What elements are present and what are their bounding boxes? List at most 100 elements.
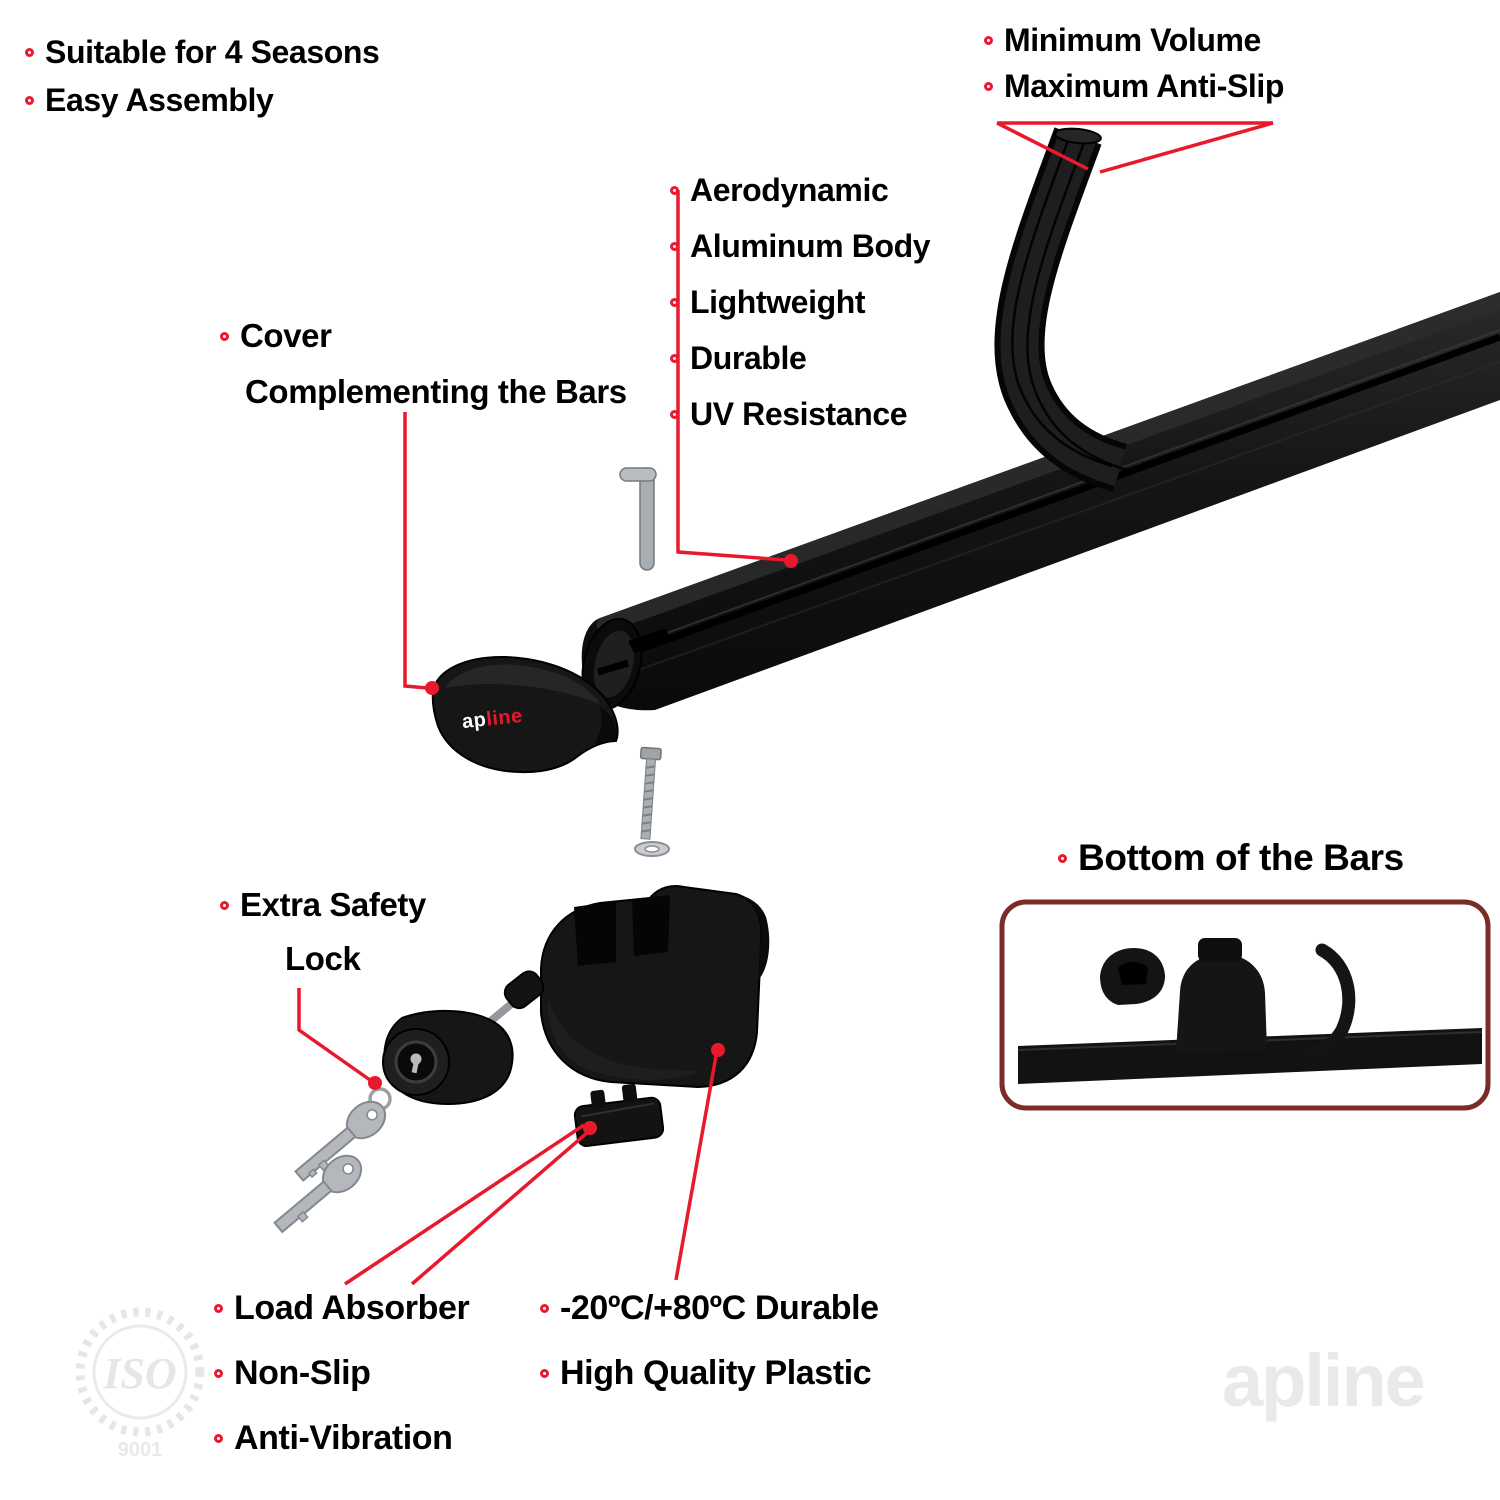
bullet-ring-icon [670,241,679,251]
bracket-body [573,1096,665,1147]
cover-tail [594,707,617,744]
iso-label: ISO [102,1349,176,1398]
bullet-ring-icon [670,297,679,307]
inset-strap [1303,943,1356,1059]
safety-lock [382,970,545,1106]
load-absorber-bracket [573,1083,665,1147]
strip-feature-label: Maximum Anti-Slip [1004,67,1285,104]
bullet-ring-icon [670,409,679,419]
bullet-ring-icon [214,1369,223,1378]
keyhole-slot [411,1059,420,1074]
pointer-absorber-left [344,1123,585,1286]
list-item: Non-Slip [214,1341,469,1406]
bracket-stud-left [590,1089,606,1109]
bar-feature-label: UV Resistance [690,395,908,432]
bullet-ring-icon [540,1304,549,1313]
crossbar-end-slot [596,659,630,676]
strip-groove-right [1026,136,1128,472]
allen-key-shaft [639,467,655,571]
bullet-ring-icon [984,81,993,91]
annotation-lines [297,121,1274,1286]
inset-bar [1018,1028,1482,1084]
pointer-dot-absorber [583,1121,597,1135]
brand-logo-suffix: line [485,704,524,731]
bar-feature-label: Aluminum Body [690,227,931,264]
lock-knob [503,970,545,1010]
list-item: Load Absorber [214,1276,470,1341]
bolt [639,746,662,840]
rubber-strip [994,127,1128,493]
bar-cover [431,655,619,774]
pointer-strip-right [1099,121,1274,174]
inset-clamp-top [1198,938,1242,962]
bullet-ring-icon [25,95,34,105]
bracket-stud-right [621,1083,638,1103]
list-item: Maximum Anti-Slip [984,63,1284,109]
clamp-slot-left [574,901,616,966]
washer-hole [644,845,660,853]
list-item: Durable [670,330,930,386]
bar-feature-label: Aerodynamic [690,171,889,208]
bar-feature-list: Aerodynamic Aluminum Body Lightweight Du… [670,162,931,442]
top-left-benefit-list: Suitable for 4 Seasons Easy Assembly [25,28,380,124]
list-item: Anti-Vibration [214,1406,469,1471]
key-2 [273,1154,363,1234]
pointer-strip-left [996,121,1089,171]
safety-lock-text: Lock [285,940,361,977]
cover-label: Cover Complementing the Bars [220,308,627,420]
bolt-head [639,746,662,761]
bolt-threads [641,765,656,833]
bullet-ring-icon [214,1434,223,1443]
crossbar-channel-notch [628,628,670,653]
bar-feature-label: Lightweight [690,283,866,320]
bullet-ring-icon [540,1369,549,1378]
cover-label-line2: Complementing the Bars [220,364,627,420]
bullet-ring-icon [214,1304,223,1313]
bracket-edge-highlight [580,1102,655,1118]
bullet-ring-icon [220,900,229,910]
iso-badge-gear-ring [75,1307,205,1437]
list-item: Lightweight [670,274,930,330]
crossbar-channel-groove [634,333,1500,655]
benefit-label: Easy Assembly [45,81,274,118]
allen-key-arm [619,467,657,482]
crossbar-groove-highlight [633,329,1500,646]
cover-label-text: Cover [240,317,332,354]
bottom-view-text: Bottom of the Bars [1078,837,1404,878]
strip-body [1000,129,1126,487]
bar-feature-label: Durable [690,339,807,376]
list-item: -20ºC/+80ºC Durable [540,1276,879,1341]
cover-label-text: Complementing the Bars [245,373,627,410]
bottom-view-label: Bottom of the Bars [1058,830,1404,886]
list-item: UV Resistance [670,386,930,442]
strip-cut-end [1054,127,1102,145]
pointer-dot-durability [711,1043,725,1057]
cushion-feature-list: Load Absorber Non-Slip Anti-Vibration [214,1276,470,1471]
safety-lock-line1: Extra Safety [220,878,426,932]
benefit-label: Suitable for 4 Seasons [45,33,380,70]
pointer-durability [674,1055,718,1281]
cushion-feature-label: Anti-Vibration [234,1419,453,1457]
iso-number: 9001 [118,1439,163,1461]
brand-logo-prefix: ap [460,708,488,734]
keys [273,1087,392,1234]
inset-clamp-block [1176,954,1267,1052]
safety-lock-line2: Lock [220,932,426,986]
washer [634,841,670,857]
cover-label-line1: Cover [220,308,627,364]
bullet-ring-icon [670,185,679,195]
allen-key [619,467,657,571]
inset-jaw-notch [1118,962,1148,985]
bottom-view-inset [999,899,1491,1111]
clamp-right-flange [736,894,770,980]
pointer-dot-lock [368,1076,382,1090]
list-item: Aerodynamic [670,162,930,218]
list-item: High Quality Plastic [540,1341,879,1406]
pointer-lock [297,988,372,1082]
iso-badge: ISO 9001 [75,1307,205,1461]
bullet-ring-icon [25,47,34,57]
cushion-feature-label: Non-Slip [234,1354,371,1392]
crossbar-side-crease [621,361,1500,677]
